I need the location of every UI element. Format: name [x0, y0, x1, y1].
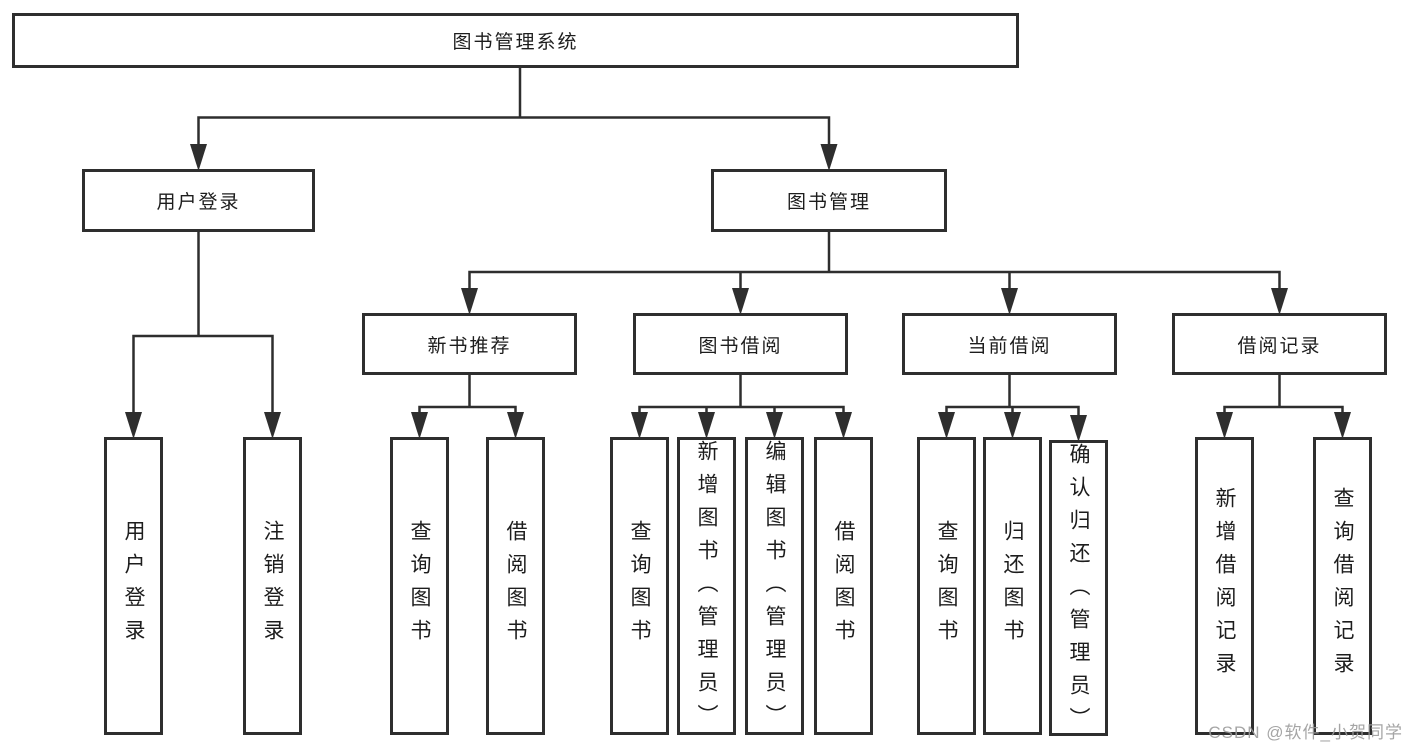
node-leaf-user-login: 用户登录 — [104, 437, 163, 735]
node-leaf-return-book: 归还图书 — [983, 437, 1042, 735]
arrow-icon — [835, 412, 852, 439]
node-leaf-edit-book-admin: 编辑图书（管理员） — [745, 437, 804, 737]
node-label: 编辑图书（管理员） — [763, 440, 786, 737]
connector-root-rail — [197, 116, 831, 146]
node-borrow-records: 借阅记录 — [1172, 313, 1387, 375]
node-leaf-borrow-book-2: 借阅图书 — [814, 437, 873, 735]
node-current-borrow: 当前借阅 — [902, 313, 1117, 375]
arrow-icon — [507, 412, 524, 439]
arrow-icon — [411, 412, 428, 439]
node-user-login: 用户登录 — [82, 169, 315, 232]
node-label: 查询借阅记录 — [1331, 487, 1354, 685]
node-leaf-query-borrow-record: 查询借阅记录 — [1313, 437, 1372, 735]
arrow-icon — [1004, 412, 1021, 439]
connector-newbook-rail — [418, 405, 517, 414]
node-label: 借阅记录 — [1237, 335, 1322, 357]
node-label: 用户登录 — [156, 192, 241, 213]
arrow-icon — [1001, 288, 1018, 315]
arrow-icon — [766, 412, 783, 439]
arrow-icon — [125, 412, 142, 439]
arrow-icon — [1271, 288, 1288, 315]
node-label: 查询图书 — [408, 520, 431, 652]
connector-userlogin-rail — [132, 334, 274, 414]
arrow-icon — [732, 288, 749, 315]
node-leaf-add-borrow-record: 新增借阅记录 — [1195, 437, 1254, 735]
node-leaf-query-book-1: 查询图书 — [390, 437, 449, 735]
arrow-icon — [264, 412, 281, 439]
node-leaf-query-book-2: 查询图书 — [610, 437, 669, 735]
node-leaf-borrow-book-1: 借阅图书 — [486, 437, 545, 735]
arrow-icon — [1334, 412, 1351, 439]
node-leaf-confirm-return-admin: 确认归还（管理员） — [1049, 440, 1108, 740]
connector-bookborrow-rail — [638, 405, 845, 414]
node-root-system: 图书管理系统 — [12, 13, 1019, 68]
node-label: 图书借阅 — [698, 335, 783, 357]
node-book-management: 图书管理 — [711, 169, 947, 232]
node-leaf-logout: 注销登录 — [243, 437, 302, 735]
arrow-icon — [631, 412, 648, 439]
arrow-icon — [820, 144, 838, 171]
node-label: 归还图书 — [1001, 520, 1024, 652]
node-label: 新增图书（管理员） — [695, 440, 718, 737]
node-label: 确认归还（管理员） — [1067, 443, 1090, 740]
node-book-borrow: 图书借阅 — [633, 313, 848, 375]
node-leaf-add-book-admin: 新增图书（管理员） — [677, 437, 736, 737]
node-label: 借阅图书 — [504, 520, 527, 652]
node-label: 查询图书 — [628, 520, 651, 652]
node-leaf-query-book-3: 查询图书 — [917, 437, 976, 735]
node-label: 查询图书 — [935, 520, 958, 652]
connector-currentborrow-rail — [945, 405, 1080, 417]
node-label: 当前借阅 — [967, 335, 1052, 357]
arrow-icon — [1216, 412, 1233, 439]
node-new-book-recommend: 新书推荐 — [362, 313, 577, 375]
node-label: 注销登录 — [261, 520, 284, 652]
node-label: 新增借阅记录 — [1213, 487, 1236, 685]
csdn-watermark: CSDN @软件_小贺同学 — [1208, 723, 1403, 742]
arrow-icon — [461, 288, 478, 315]
arrow-icon — [190, 144, 207, 171]
node-label: 用户登录 — [122, 520, 145, 652]
arrow-icon — [698, 412, 715, 439]
connector-records-rail — [1223, 405, 1344, 414]
arrow-icon — [938, 412, 955, 439]
node-label: 借阅图书 — [832, 520, 855, 652]
connector-bookmgmt-rail — [468, 270, 1281, 290]
node-label: 图书管理 — [786, 192, 871, 213]
arrow-icon — [1070, 415, 1087, 442]
node-label: 图书管理系统 — [452, 32, 579, 53]
node-label: 新书推荐 — [427, 335, 512, 357]
